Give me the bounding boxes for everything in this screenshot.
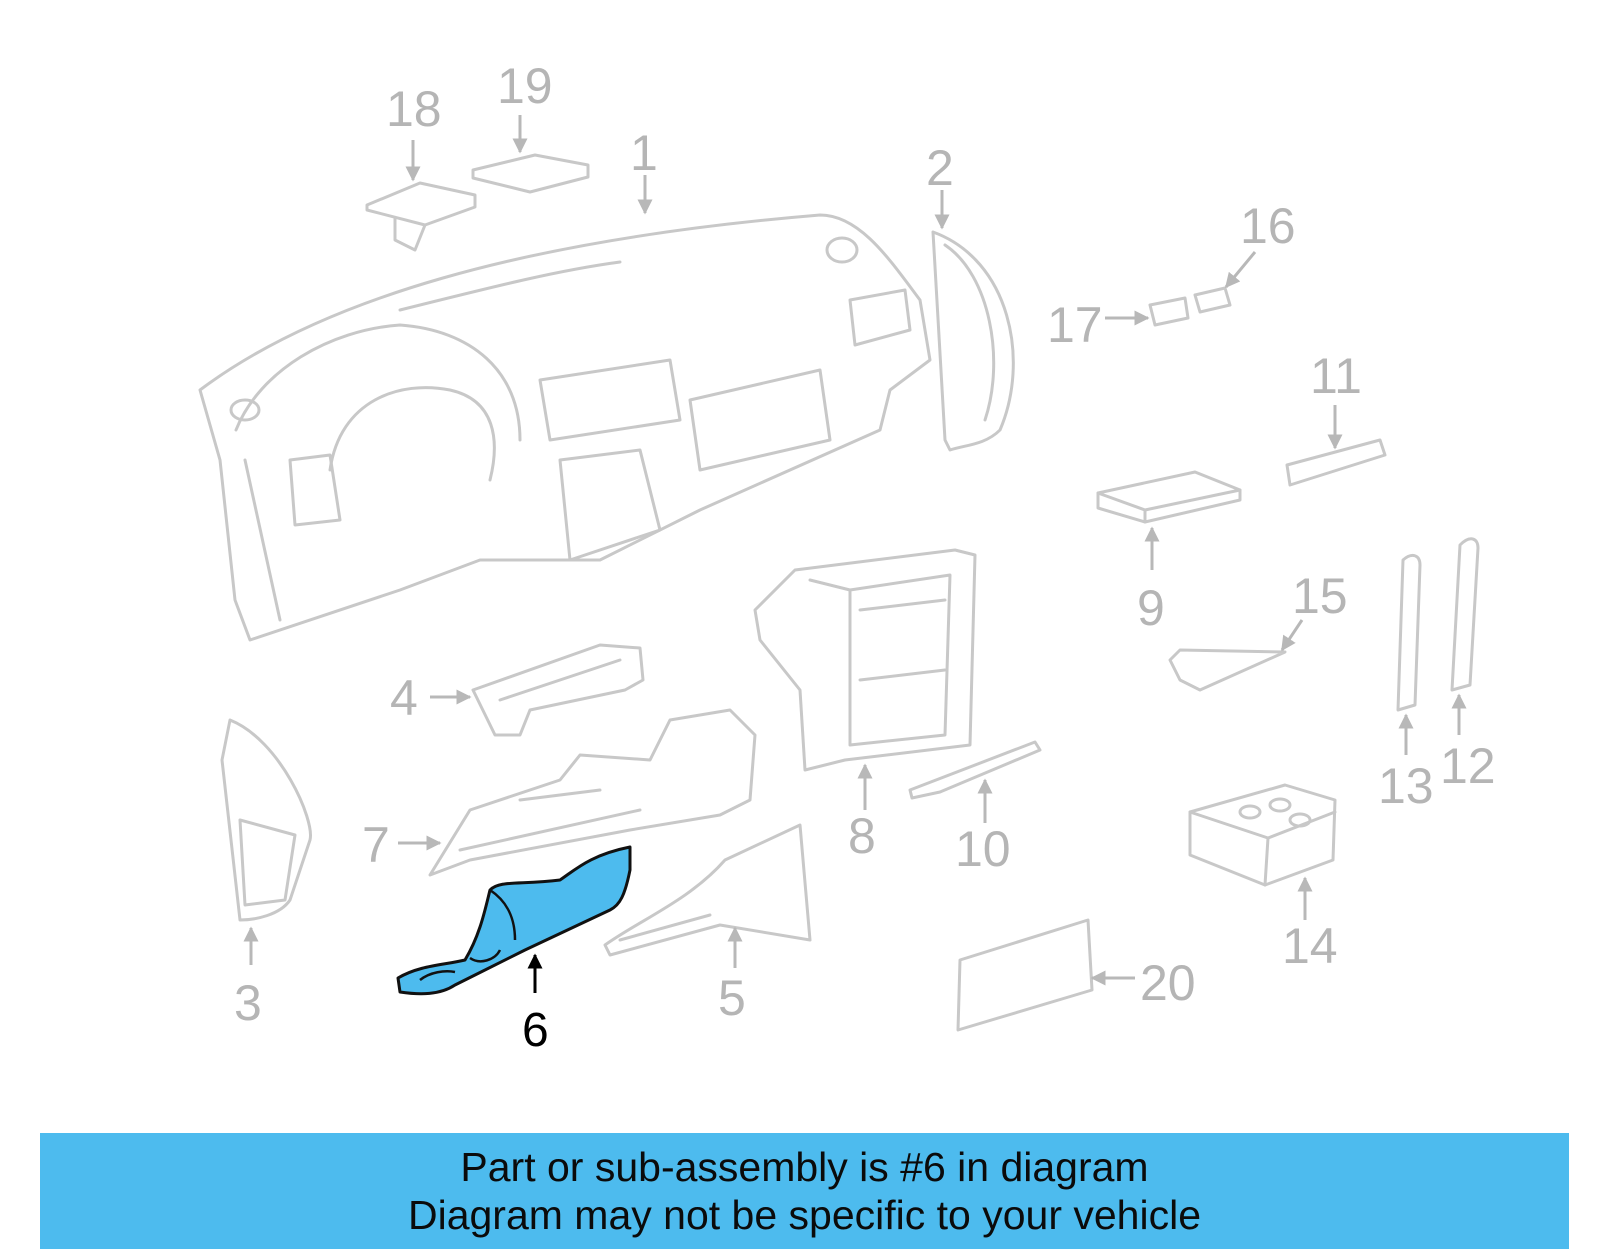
- callout-5: 5: [718, 970, 746, 1026]
- part-8-center-frame: [753, 548, 977, 772]
- callout-9: 9: [1137, 580, 1165, 636]
- callout-1: 1: [630, 125, 658, 181]
- part-15-vent: [1168, 648, 1287, 692]
- part-14-storage-bin: [1188, 783, 1337, 887]
- part-19-vent: [471, 153, 590, 194]
- callout-10: 10: [955, 821, 1011, 877]
- callout-19: 19: [497, 58, 553, 114]
- part-11-trim: [1285, 438, 1387, 487]
- callout-18: 18: [386, 81, 442, 137]
- callout-8: 8: [848, 808, 876, 864]
- callout-12: 12: [1440, 738, 1496, 794]
- callout-14: 14: [1282, 918, 1338, 974]
- callout-16: 16: [1240, 198, 1296, 254]
- callout-17: 17: [1047, 297, 1103, 353]
- part-3-side-cover: [220, 718, 312, 922]
- part-2-end-cap: [931, 230, 1015, 452]
- callout-13: 13: [1378, 758, 1434, 814]
- part-5-knee-panel: [603, 823, 812, 957]
- info-banner: Part or sub-assembly is #6 in diagram Di…: [40, 1133, 1569, 1249]
- part-18-vent: [365, 181, 477, 252]
- part-12-pillar-trim: [1450, 537, 1480, 692]
- part-16-clip: [1193, 286, 1232, 314]
- callout-4: 4: [390, 670, 418, 726]
- part-7-lower-panel: [428, 708, 757, 877]
- part-6-steering-cover: [396, 845, 632, 996]
- part-17-clip: [1148, 296, 1190, 327]
- callout-2: 2: [926, 140, 954, 196]
- part-10-trim-strip: [908, 740, 1042, 800]
- callout-15: 15: [1292, 568, 1348, 624]
- callout-7: 7: [362, 817, 390, 873]
- part-13-pillar-trim: [1396, 553, 1422, 712]
- part-9-radio-unit: [1096, 470, 1242, 524]
- part-1-dashboard: [198, 213, 932, 642]
- callout-6: 6: [522, 1004, 549, 1057]
- part-20-panel: [956, 918, 1094, 1032]
- callout-11: 11: [1310, 348, 1362, 404]
- banner-line-2: Diagram may not be specific to your vehi…: [407, 1192, 1201, 1238]
- part-4-trim-bar: [471, 643, 645, 737]
- banner-line-1: Part or sub-assembly is #6 in diagram: [460, 1144, 1149, 1190]
- callout-20: 20: [1140, 955, 1196, 1011]
- callout-3: 3: [234, 975, 262, 1031]
